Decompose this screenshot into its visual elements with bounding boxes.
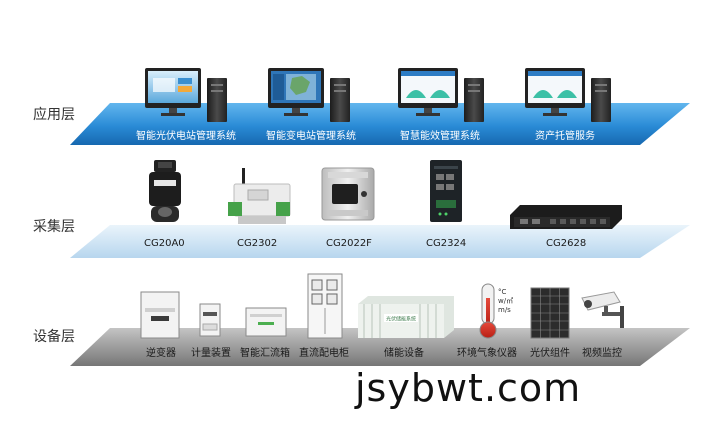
- device-caption: 计量装置: [191, 348, 231, 359]
- unit-celsius: °C: [498, 288, 507, 296]
- device-caption: 光伏组件: [530, 348, 570, 359]
- app-caption: 智慧能效管理系统: [400, 131, 480, 142]
- thermometer-icon: °C w/㎡ m/s: [479, 283, 513, 339]
- device-caption: 逆变器: [146, 348, 176, 359]
- collect-caption: CG20A0: [144, 238, 185, 249]
- combiner-box-icon: [245, 307, 287, 337]
- layer-label-app: 应用层: [33, 107, 75, 123]
- collect-caption: CG2302: [237, 238, 278, 249]
- solar-panel-icon: [530, 287, 570, 339]
- device-caption: 智能汇流箱: [240, 348, 290, 359]
- monitor-tower-icon: [398, 68, 484, 122]
- collect-caption: CG2628: [546, 238, 587, 249]
- monitor-tower-icon: [268, 68, 350, 122]
- monitor-tower-icon: [525, 68, 611, 122]
- app-caption: 智能光伏电站管理系统: [136, 131, 236, 142]
- meter-icon: [199, 303, 221, 337]
- collect-layer-band: [70, 225, 690, 258]
- monitor-tower-icon: [145, 68, 227, 122]
- device-caption: 环境气象仪器: [457, 348, 517, 359]
- unit-wind-speed: m/s: [498, 306, 511, 314]
- watermark-text: jsybwt.com: [355, 366, 582, 410]
- unit-irradiance: w/㎡: [498, 297, 513, 305]
- box-terminal-icon: [321, 167, 375, 221]
- storage-container-icon: 光伏储能系统: [358, 296, 454, 338]
- device-caption: 储能设备: [384, 348, 424, 359]
- app-caption: 智能变电站管理系统: [266, 131, 356, 142]
- collect-caption: CG2022F: [326, 238, 372, 249]
- rack-gateway-icon: [510, 205, 622, 229]
- device-caption: 视频监控: [582, 348, 622, 359]
- layer-label-collect: 采集层: [33, 219, 75, 235]
- app-caption: 资产托管服务: [535, 131, 595, 142]
- inverter-icon: [140, 291, 180, 339]
- storage-container-label: 光伏储能系统: [386, 316, 416, 323]
- collect-caption: CG2324: [426, 238, 467, 249]
- device-caption: 直流配电柜: [299, 348, 349, 359]
- layer-label-device: 设备层: [33, 329, 75, 345]
- din-rail-meter-icon: [228, 168, 291, 224]
- cylinder-collector-icon: [149, 160, 181, 222]
- camera-icon: [581, 291, 624, 328]
- industrial-router-icon: [430, 160, 462, 222]
- dc-cabinet-icon: [307, 273, 343, 339]
